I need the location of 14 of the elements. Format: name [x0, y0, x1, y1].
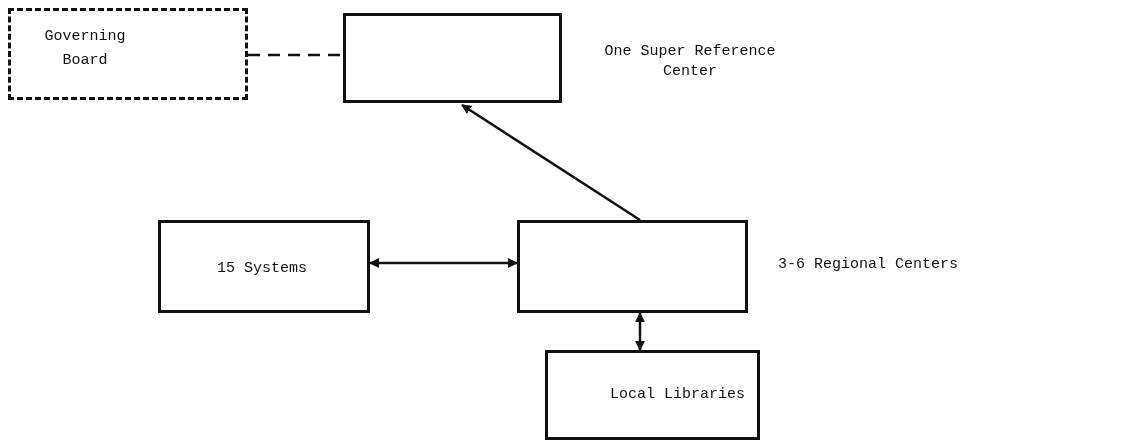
box: [343, 13, 562, 103]
node-caption: 3-6 Regional Centers: [778, 255, 960, 275]
node-label: 15 Systems: [217, 258, 307, 279]
dashed-box: [8, 8, 248, 100]
box: [517, 220, 748, 313]
node-caption: One Super Reference Center: [603, 42, 777, 82]
arrow: [635, 312, 645, 351]
node-label: Governing Board: [43, 27, 127, 71]
arrow: [461, 103, 641, 222]
box: [545, 350, 760, 440]
dashed-connector: [248, 53, 343, 57]
arrow: [369, 258, 518, 268]
box: [158, 220, 370, 313]
node-label: Local Libraries: [610, 385, 746, 405]
